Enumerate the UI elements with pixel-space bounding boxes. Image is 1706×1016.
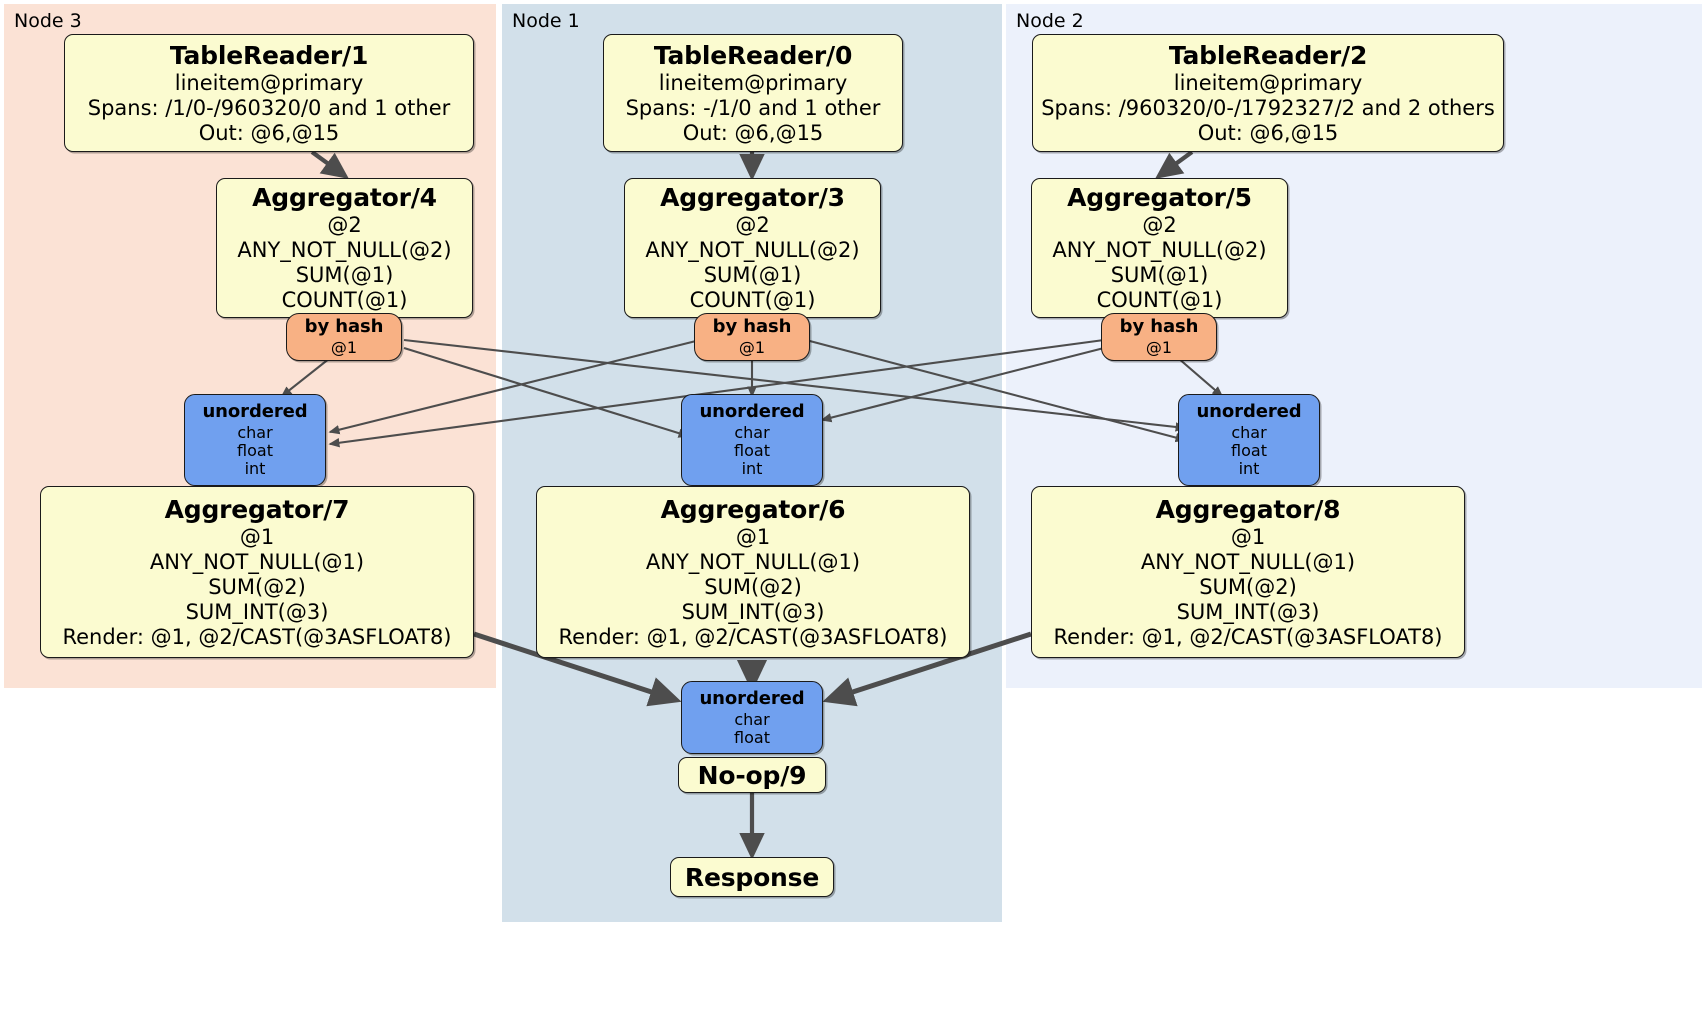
router-by-hash-left[interactable]: by hash @1 (286, 313, 402, 361)
processor-detail-line: COUNT(@1) (1096, 288, 1223, 312)
processor-detail-line: Spans: /1/0-/960320/0 and 1 other (87, 95, 451, 120)
router-by-hash-right[interactable]: by hash @1 (1101, 313, 1217, 361)
router-detail-line: @1 (330, 338, 358, 357)
router-title: by hash (712, 316, 792, 337)
stream-title: unordered (699, 687, 805, 709)
processor-aggregator-8[interactable]: Aggregator/8 @1 ANY_NOT_NULL(@1) SUM(@2)… (1031, 486, 1465, 658)
processor-detail-line: COUNT(@1) (689, 288, 816, 312)
processor-render-line: Render: @1, @2/CAST(@3ASFLOAT8) (1053, 624, 1443, 649)
stream-detail-line: char (1231, 423, 1267, 442)
processor-detail-line: SUM(@2) (208, 574, 306, 599)
processor-detail-line: Out: @6,@15 (682, 120, 824, 145)
stream-unordered-center[interactable]: unordered char float int (681, 394, 823, 486)
processor-title: Aggregator/6 (660, 494, 846, 524)
processor-detail-line: SUM(@2) (704, 574, 802, 599)
processor-detail-line: Out: @6,@15 (1197, 120, 1339, 145)
stream-detail-line: float (237, 441, 273, 460)
processor-no-op-9[interactable]: No-op/9 (678, 757, 826, 793)
processor-title: TableReader/2 (1168, 40, 1368, 70)
stream-detail-line: char (237, 423, 273, 442)
processor-detail-line: ANY_NOT_NULL(@2) (645, 238, 860, 262)
processor-aggregator-3[interactable]: Aggregator/3 @2 ANY_NOT_NULL(@2) SUM(@1)… (624, 178, 881, 318)
processor-detail-line: @1 (1230, 524, 1266, 549)
processor-title: Aggregator/4 (252, 183, 437, 212)
processor-detail-line: @2 (735, 213, 770, 237)
stream-title: unordered (1196, 401, 1302, 422)
processor-aggregator-6[interactable]: Aggregator/6 @1 ANY_NOT_NULL(@1) SUM(@2)… (536, 486, 970, 658)
processor-render-line: Render: @1, @2/CAST(@3ASFLOAT8) (62, 624, 452, 649)
stream-detail-line: char (734, 709, 770, 729)
cluster-node-2-label: Node 2 (1016, 10, 1084, 32)
processor-detail-line: Out: @6,@15 (198, 120, 340, 145)
processor-title: Aggregator/5 (1067, 183, 1252, 212)
processor-detail-line: ANY_NOT_NULL(@1) (149, 549, 365, 574)
processor-render-line: Render: @1, @2/CAST(@3ASFLOAT8) (558, 624, 948, 649)
processor-detail-line: SUM(@1) (295, 263, 394, 287)
processor-detail-line: SUM_INT(@3) (681, 599, 825, 624)
processor-detail-line: Spans: -/1/0 and 1 other (625, 95, 881, 120)
processor-detail-line: SUM(@2) (1199, 574, 1297, 599)
stream-detail-line: int (1238, 459, 1260, 478)
processor-title: Aggregator/7 (164, 494, 350, 524)
cluster-node-1-label: Node 1 (512, 10, 580, 32)
processor-detail-line: ANY_NOT_NULL(@1) (1140, 549, 1356, 574)
processor-title: Aggregator/3 (660, 183, 845, 212)
stream-unordered-final[interactable]: unordered char float (681, 681, 823, 754)
router-by-hash-center[interactable]: by hash @1 (694, 313, 810, 361)
processor-response[interactable]: Response (670, 857, 834, 897)
processor-detail-line: @1 (735, 524, 771, 549)
stream-detail-line: int (741, 459, 763, 478)
processor-detail-line: COUNT(@1) (281, 288, 408, 312)
processor-detail-line: @2 (327, 213, 362, 237)
processor-title: Aggregator/8 (1155, 494, 1341, 524)
stream-detail-line: float (1231, 441, 1267, 460)
processor-aggregator-7[interactable]: Aggregator/7 @1 ANY_NOT_NULL(@1) SUM(@2)… (40, 486, 474, 658)
processor-detail-line: SUM(@1) (703, 263, 802, 287)
processor-title: TableReader/0 (653, 40, 853, 70)
processor-aggregator-4[interactable]: Aggregator/4 @2 ANY_NOT_NULL(@2) SUM(@1)… (216, 178, 473, 318)
router-detail-line: @1 (738, 338, 766, 357)
processor-detail-line: lineitem@primary (1173, 70, 1363, 95)
processor-detail-line: @1 (239, 524, 275, 549)
processor-detail-line: ANY_NOT_NULL(@1) (645, 549, 861, 574)
processor-detail-line: ANY_NOT_NULL(@2) (1052, 238, 1267, 262)
processor-title: Response (684, 862, 820, 892)
stream-detail-line: float (734, 727, 770, 747)
processor-table-reader-2[interactable]: TableReader/2 lineitem@primary Spans: /9… (1032, 34, 1504, 152)
processor-detail-line: lineitem@primary (174, 70, 364, 95)
stream-detail-line: char (734, 423, 770, 442)
router-title: by hash (1119, 316, 1199, 337)
processor-detail-line: SUM_INT(@3) (185, 599, 329, 624)
router-detail-line: @1 (1145, 338, 1173, 357)
processor-title: No-op/9 (697, 760, 807, 790)
stream-unordered-left[interactable]: unordered char float int (184, 394, 326, 486)
processor-detail-line: SUM_INT(@3) (1176, 599, 1320, 624)
router-title: by hash (304, 316, 384, 337)
stream-unordered-right[interactable]: unordered char float int (1178, 394, 1320, 486)
processor-detail-line: Spans: /960320/0-/1792327/2 and 2 others (1041, 95, 1495, 120)
processor-title: TableReader/1 (169, 40, 369, 70)
stream-title: unordered (699, 401, 805, 422)
processor-detail-line: ANY_NOT_NULL(@2) (237, 238, 452, 262)
stream-detail-line: float (734, 441, 770, 460)
processor-detail-line: lineitem@primary (658, 70, 848, 95)
stream-detail-line: int (244, 459, 266, 478)
processor-detail-line: SUM(@1) (1110, 263, 1209, 287)
processor-table-reader-1[interactable]: TableReader/1 lineitem@primary Spans: /1… (64, 34, 474, 152)
processor-table-reader-0[interactable]: TableReader/0 lineitem@primary Spans: -/… (603, 34, 903, 152)
processor-detail-line: @2 (1142, 213, 1177, 237)
stream-title: unordered (202, 401, 308, 422)
cluster-node-3-label: Node 3 (14, 10, 82, 32)
processor-aggregator-5[interactable]: Aggregator/5 @2 ANY_NOT_NULL(@2) SUM(@1)… (1031, 178, 1288, 318)
